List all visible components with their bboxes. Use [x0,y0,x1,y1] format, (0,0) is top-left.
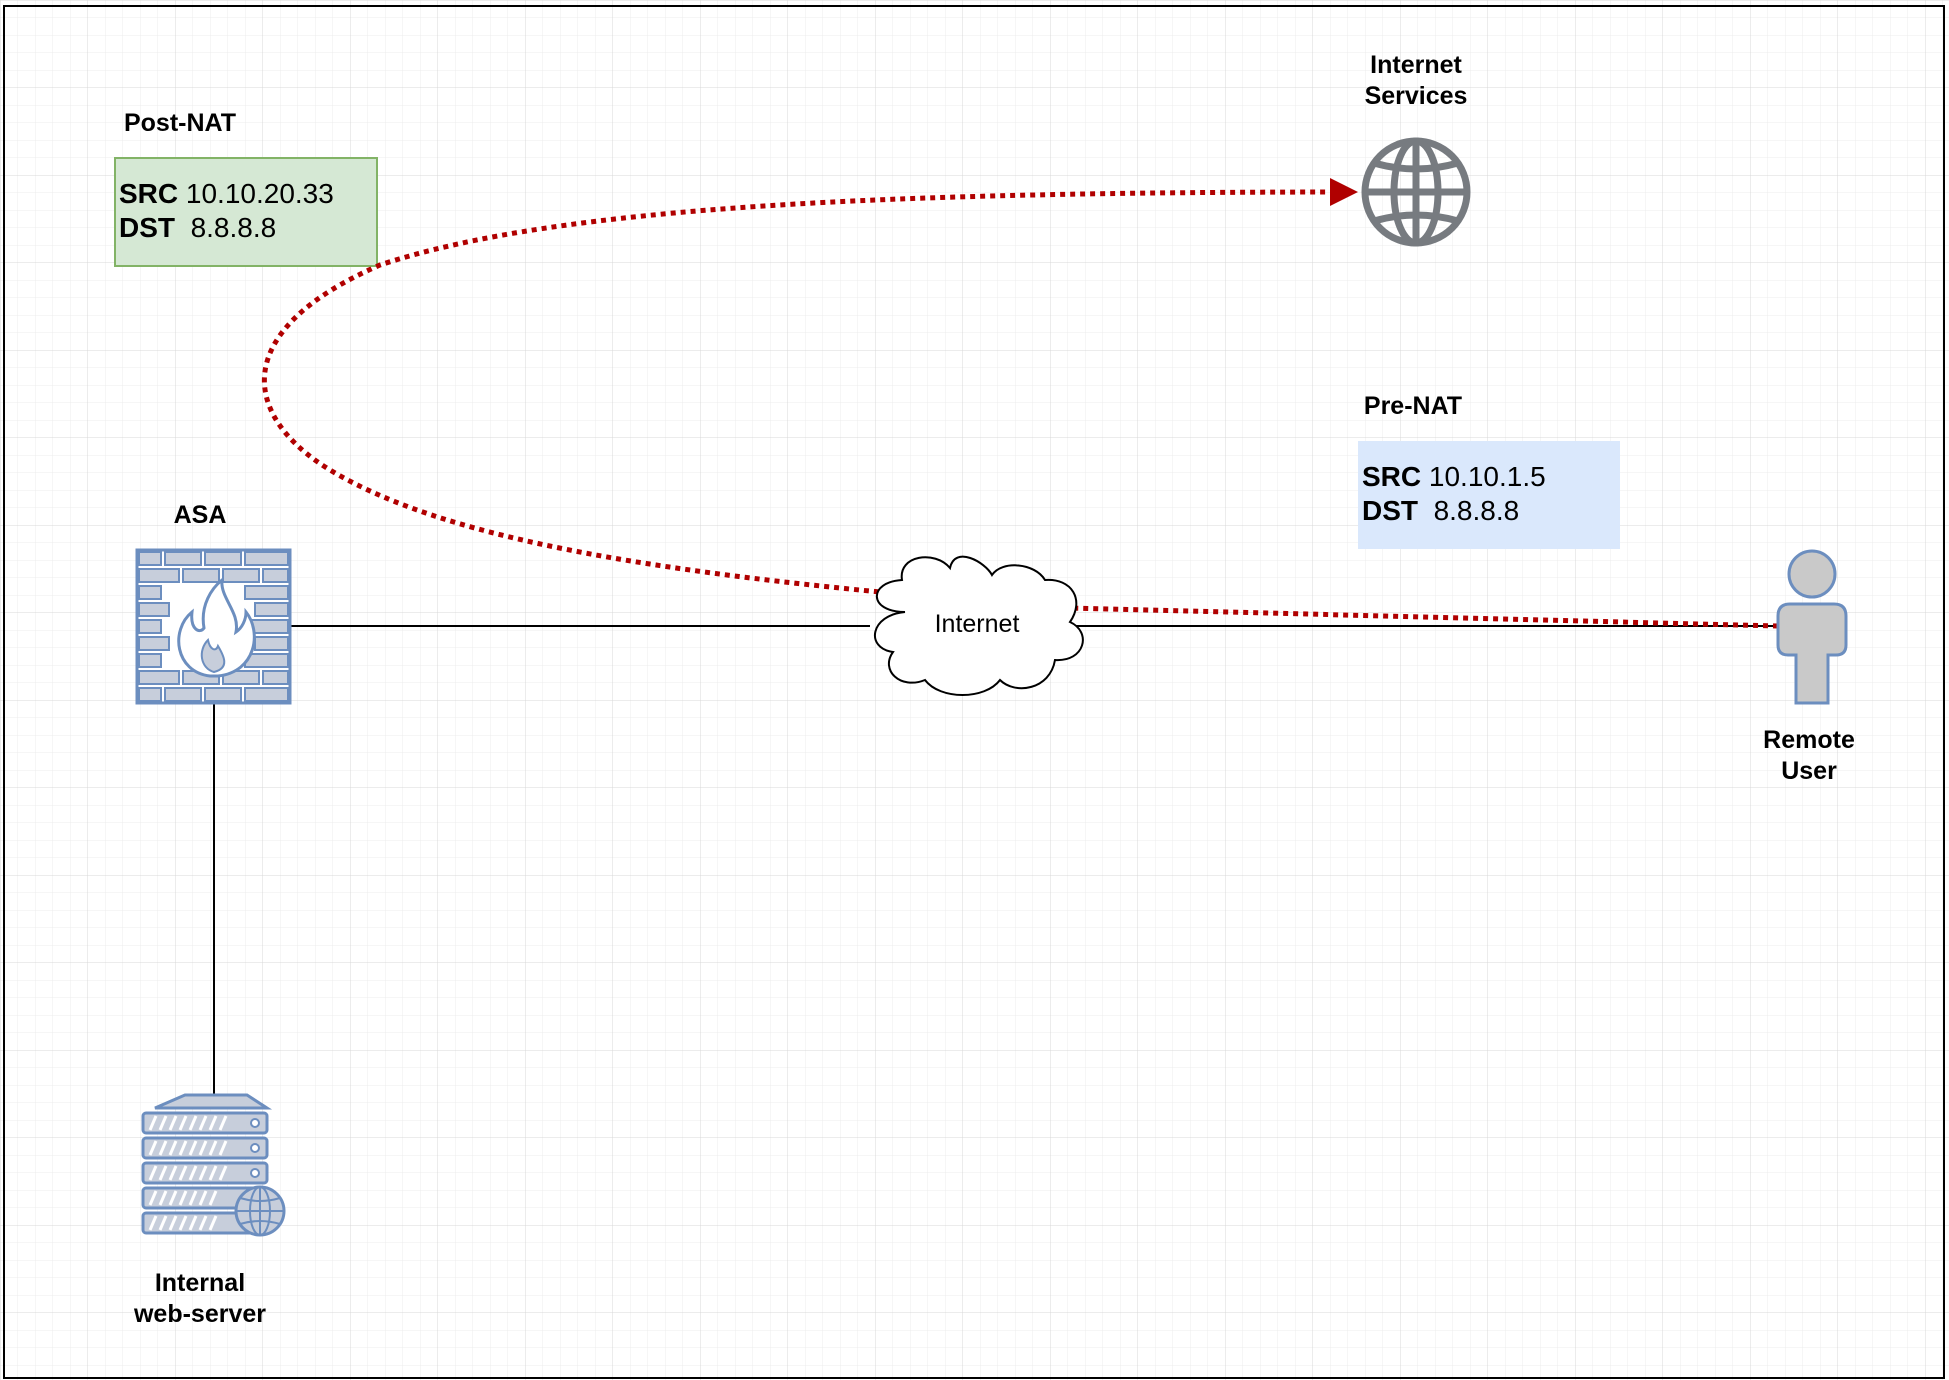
pre-nat-title: Pre-NAT [1363,392,1463,420]
asa-label: ASA [173,501,227,529]
firewall-icon [135,548,292,705]
pre-nat-src-value: 10.10.1.5 [1428,461,1546,492]
post-nat-src-key: SRC [119,178,179,209]
page-frame [3,5,1945,1379]
remote-user-label-line1: Remote [1763,726,1855,754]
post-nat-dst-value: 8.8.8.8 [190,212,277,243]
pre-nat-dst-key: DST [1362,495,1418,526]
pre-nat-box [1358,441,1620,549]
web-server-label: Internal web-server [110,1268,290,1330]
remote-user-label: Remote User [1729,725,1889,787]
cloud-label: Internet [934,610,1020,638]
pre-nat-dst-row: DST 8.8.8.8 [1362,494,1620,528]
remote-user-label-line2: User [1781,757,1837,785]
pre-nat-content: SRC 10.10.1.5 DST 8.8.8.8 [1358,441,1620,549]
post-nat-content: SRC 10.10.20.33 DST 8.8.8.8 [115,158,377,266]
web-server-label-line2: web-server [133,1300,267,1328]
post-nat-src-value: 10.10.20.33 [185,178,334,209]
post-nat-box [114,157,378,267]
internet-services-label-line1: Internet [1370,51,1462,79]
web-server-icon [141,1093,286,1237]
post-nat-src-row: SRC 10.10.20.33 [119,177,377,211]
post-nat-dst-row: DST 8.8.8.8 [119,211,377,245]
web-server-label-line1: Internal [154,1269,246,1297]
pre-nat-dst-value: 8.8.8.8 [1433,495,1520,526]
internet-services-label: Internet Services [1336,50,1496,112]
globe-icon [1361,137,1471,247]
pre-nat-src-row: SRC 10.10.1.5 [1362,460,1620,494]
nat-flow-arrowhead [1330,178,1358,206]
pre-nat-src-key: SRC [1362,461,1422,492]
post-nat-title: Post-NAT [123,109,237,137]
cloud-icon [874,555,1084,696]
user-icon [1776,549,1848,705]
nat-flow-arrow [261,189,1779,629]
internet-services-label-line2: Services [1364,82,1468,110]
post-nat-dst-key: DST [119,212,175,243]
